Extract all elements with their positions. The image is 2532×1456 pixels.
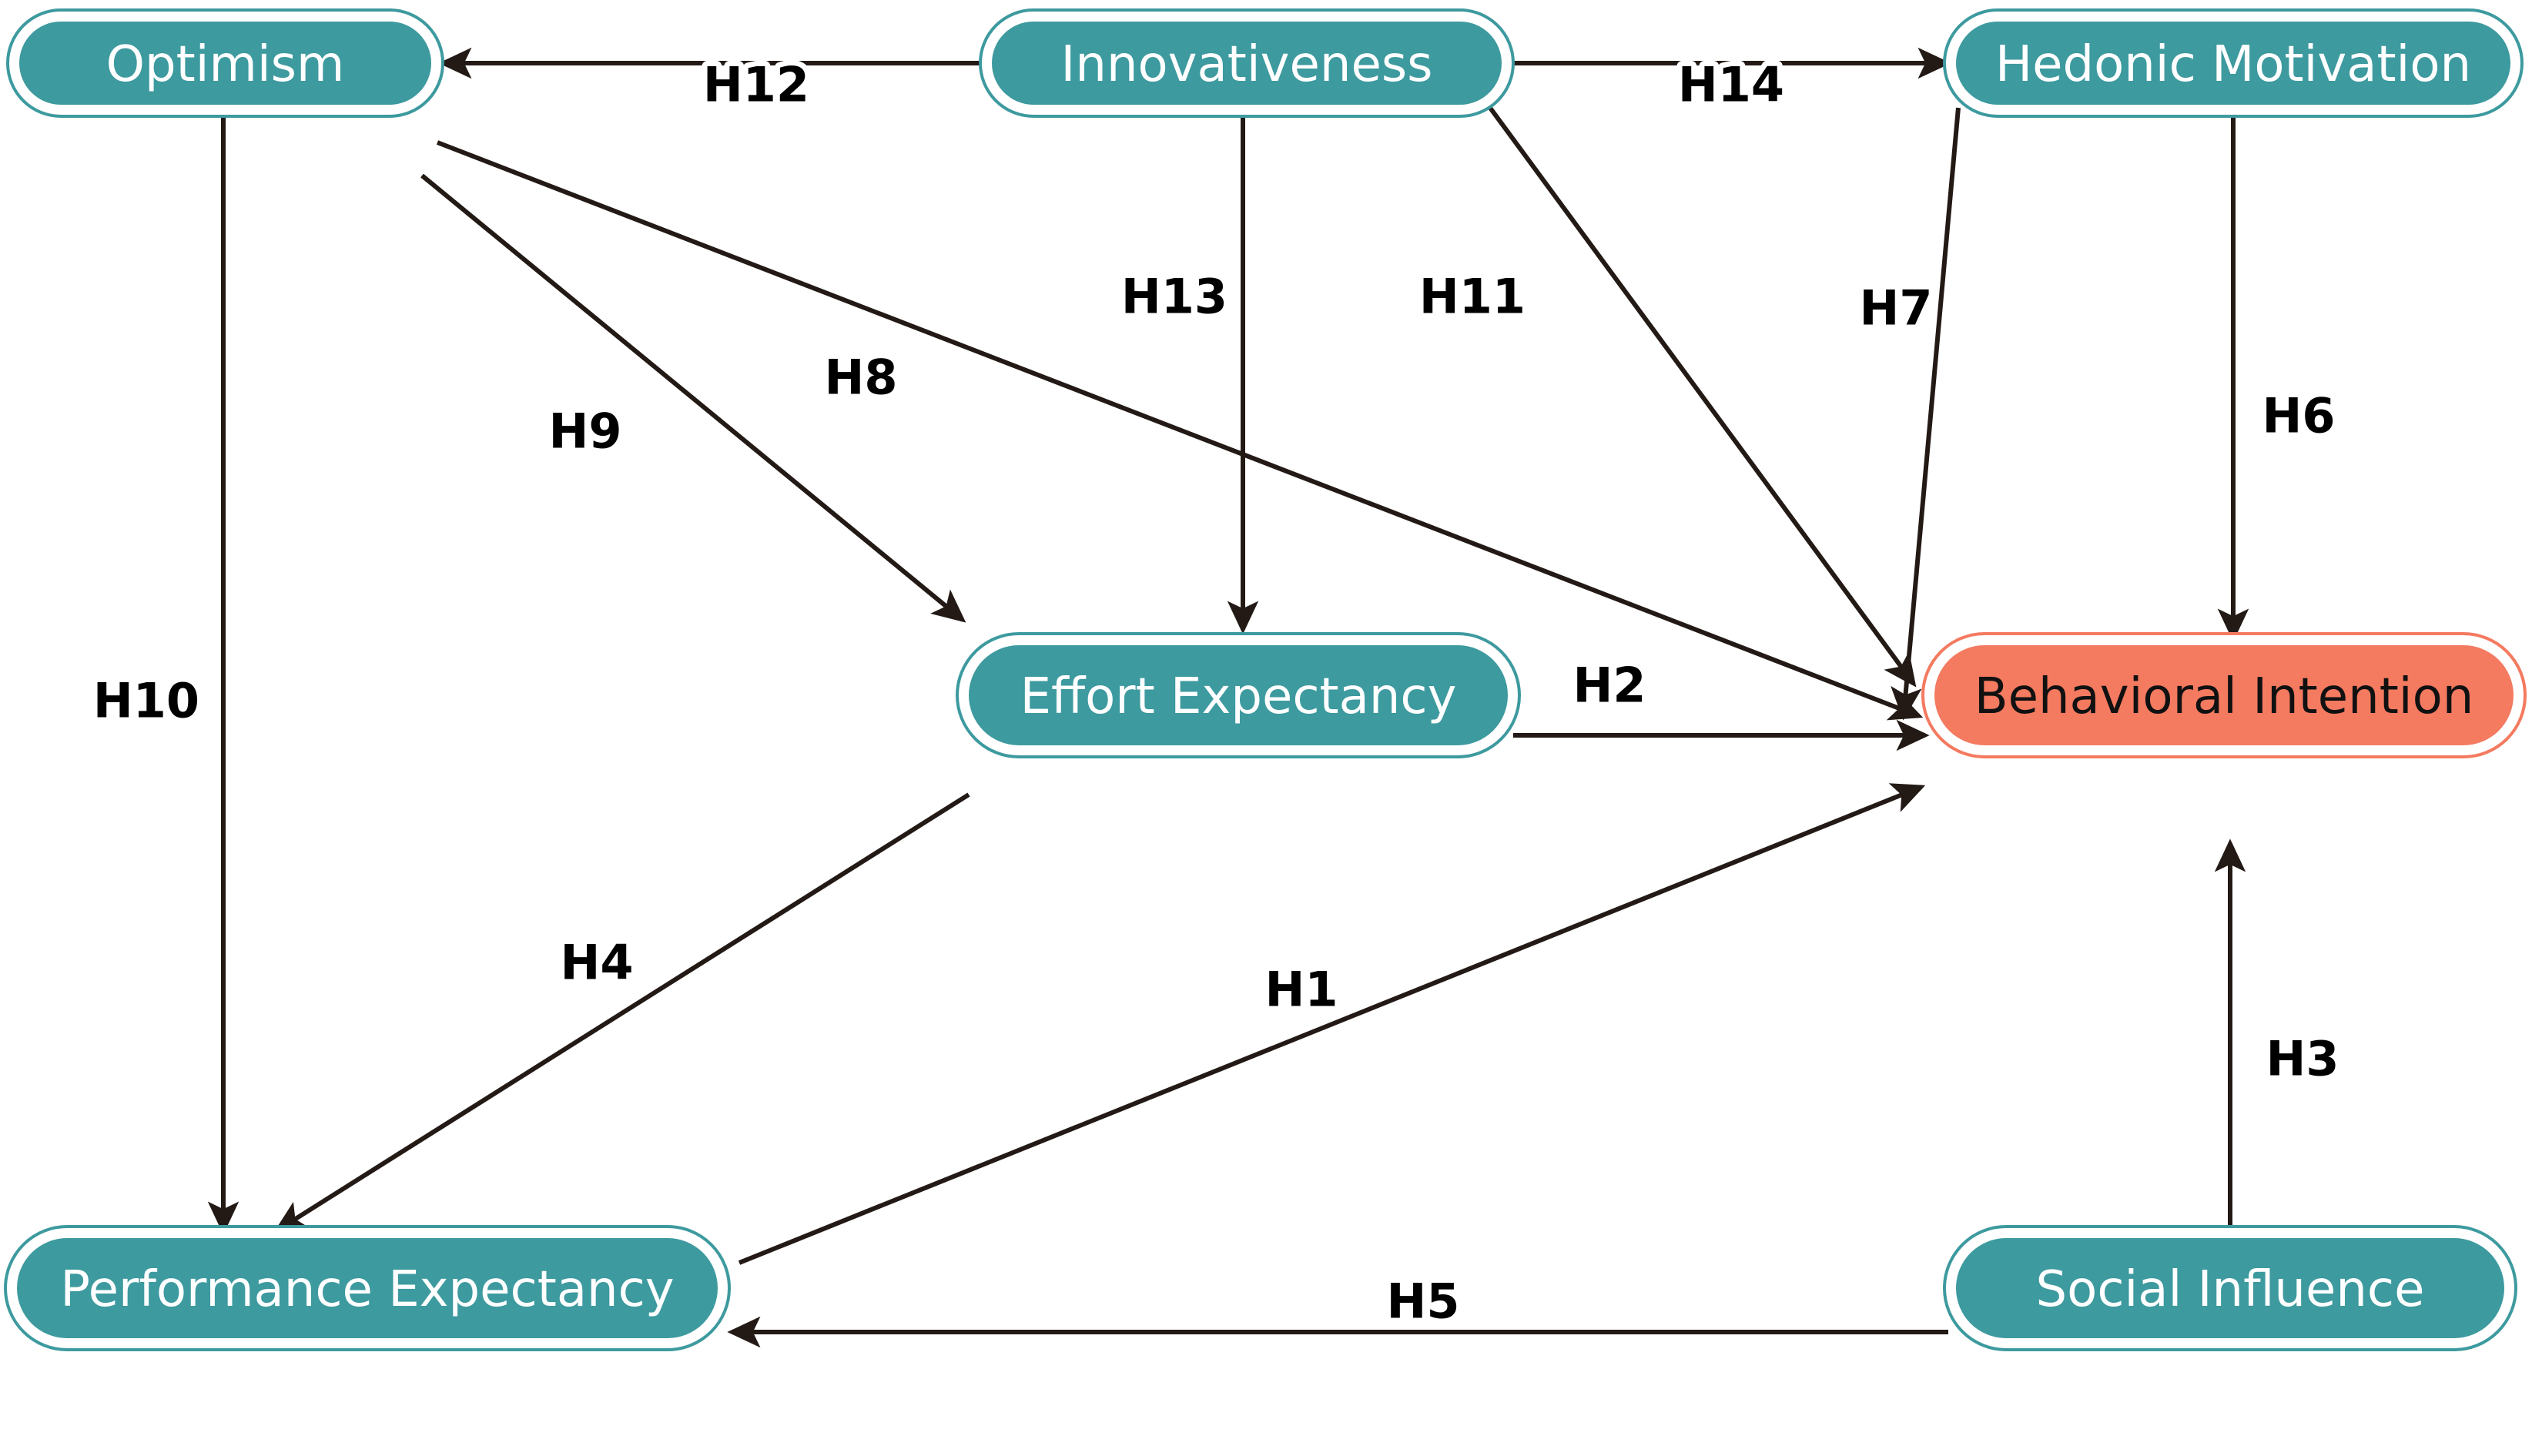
edge-label-halo-h14: H14 — [1678, 57, 1784, 113]
node-white-ring — [1946, 12, 2520, 115]
node-performance-expectancy[interactable]: Performance Expectancy — [4, 1225, 731, 1351]
edge-label-h10: H10 — [93, 673, 199, 729]
edge-label-h14: H14 — [1678, 57, 1784, 113]
node-effort-expectancy[interactable]: Effort Expectancy — [956, 632, 1521, 758]
node-hedonic-motivation[interactable]: Hedonic Motivation — [1943, 8, 2524, 118]
edge-label-halo-h8: H8 — [824, 350, 897, 406]
node-label-innovativeness: Innovativeness — [1061, 36, 1433, 93]
node-white-ring — [959, 635, 1518, 755]
node-body — [969, 645, 1508, 745]
edge-label-halo-h2: H2 — [1572, 658, 1646, 714]
edge-label-halo-h11: H11 — [1419, 269, 1526, 325]
node-label-optimism: Optimism — [106, 36, 345, 93]
edge-label-h11: H11 — [1419, 269, 1526, 325]
node-label-performance-expectancy: Performance Expectancy — [60, 1261, 674, 1318]
edge-label-halo-h6: H6 — [2262, 388, 2335, 444]
edge-line-h9 — [420, 173, 966, 623]
node-outer-ring — [1943, 1225, 2517, 1351]
node-white-ring — [1946, 1228, 2514, 1348]
edge-label-h8: H8 — [824, 350, 897, 406]
node-outer-ring — [1943, 8, 2524, 118]
node-outer-ring — [979, 8, 1515, 118]
edge-label-halo-h7: H7 — [1859, 280, 1932, 336]
node-body — [17, 1238, 718, 1338]
edge-label-halo-h9: H9 — [548, 403, 621, 460]
nodes-layer: Optimism Innovativeness Hedonic Motivation… — [4, 8, 2527, 1351]
node-body — [1934, 645, 2514, 745]
edge-label-halo-h5: H5 — [1386, 1274, 1459, 1330]
node-body — [19, 22, 431, 105]
edge-h11 — [1488, 106, 1917, 688]
edge-label-halo-h13: H13 — [1121, 269, 1227, 325]
edge-label-h5: H5 — [1386, 1274, 1459, 1330]
node-label-behavioral-intention: Behavioral Intention — [1974, 668, 2474, 725]
edge-h8 — [436, 140, 1924, 721]
edge-line-h7 — [1891, 107, 1961, 721]
node-label-hedonic-motivation: Hedonic Motivation — [1995, 36, 2471, 93]
node-label-social-influence: Social Influence — [2036, 1261, 2425, 1318]
edge-label-h9: H9 — [548, 403, 621, 460]
edge-line-h4 — [273, 792, 970, 1233]
node-outer-ring — [956, 632, 1521, 758]
edge-label-h3: H3 — [2266, 1031, 2339, 1087]
edge-label-h6: H6 — [2262, 388, 2335, 444]
edge-h7 — [1891, 107, 1961, 721]
edge-label-h1: H1 — [1264, 962, 1338, 1018]
node-body — [1956, 1238, 2504, 1338]
edge-h1 — [738, 783, 1926, 1265]
edge-label-h13: H13 — [1121, 269, 1227, 325]
edge-label-h7: H7 — [1859, 280, 1932, 336]
node-innovativeness[interactable]: Innovativeness — [979, 8, 1515, 118]
edge-label-halo-h10: H10 — [93, 673, 199, 729]
edge-label-halo-h4: H4 — [560, 935, 633, 991]
node-outer-ring — [1921, 632, 2527, 758]
node-social-influence[interactable]: Social Influence — [1943, 1225, 2517, 1351]
node-white-ring — [982, 12, 1512, 115]
node-outer-ring — [4, 1225, 731, 1351]
edge-line-h11 — [1488, 106, 1917, 688]
edge-label-halo-h12: H12 — [703, 57, 809, 113]
edge-labels-layer: H1H1H2H2H3H3H4H4H5H5H6H6H7H7H8H8H9H9H10H… — [88, 52, 2345, 1335]
node-label-effort-expectancy: Effort Expectancy — [1020, 668, 1457, 725]
edge-label-h12: H12 — [703, 57, 809, 113]
node-white-ring — [9, 12, 441, 115]
edge-label-h2: H2 — [1572, 658, 1646, 714]
edge-label-h4: H4 — [560, 935, 633, 991]
node-outer-ring — [6, 8, 444, 118]
edge-line-h8 — [436, 140, 1924, 721]
node-white-ring — [1924, 635, 2524, 755]
node-white-ring — [7, 1228, 728, 1348]
edge-h9 — [420, 173, 966, 623]
node-body — [1956, 22, 2510, 105]
node-behavioral-intention[interactable]: Behavioral Intention — [1921, 632, 2527, 758]
node-optimism[interactable]: Optimism — [6, 8, 444, 118]
edge-label-halo-h1: H1 — [1264, 962, 1338, 1018]
edge-line-h1 — [738, 783, 1926, 1265]
edge-label-halo-h3: H3 — [2266, 1031, 2339, 1087]
edge-h4 — [273, 792, 970, 1233]
node-body — [992, 22, 1502, 105]
edges-layer — [207, 47, 2249, 1348]
